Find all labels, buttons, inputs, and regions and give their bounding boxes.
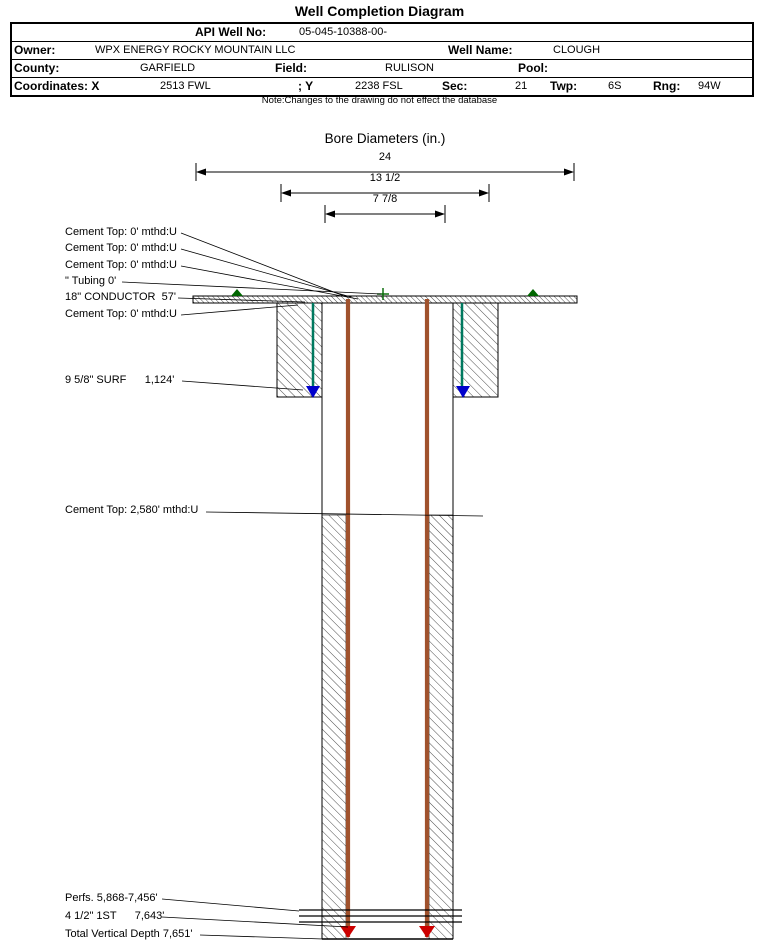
arrowhead-left-icon (325, 210, 335, 218)
bore-diameter-24-label: 24 (378, 151, 392, 163)
page-title: Well Completion Diagram (294, 3, 465, 19)
arrowhead-left-icon (196, 168, 206, 176)
coordinates-x-value: 2513 FWL (160, 80, 211, 92)
production-casing-annotation: 4 1/2" 1ST 7,643' (65, 910, 165, 922)
dimension-line-24 (195, 163, 575, 181)
arrowhead-left-icon (281, 189, 291, 197)
conductor-annotation: 18" CONDUCTOR 57' (65, 291, 176, 303)
well-name-value: CLOUGH (553, 44, 601, 56)
leader-perforations (161, 898, 300, 912)
leader-total-depth (199, 934, 324, 940)
pool-label: Pool: (518, 61, 548, 75)
perforations-annotation: Perfs. 5,868-7,456' (65, 892, 158, 904)
sec-label: Sec: (442, 79, 468, 93)
county-value: GARFIELD (140, 62, 196, 74)
leader-surface-casing (181, 380, 304, 391)
production-shoe-left-icon (340, 926, 356, 938)
api-well-no-value: 05-045-10388-00- (299, 26, 388, 38)
well-name-label: Well Name: (448, 43, 513, 57)
leader-conductor (177, 297, 306, 303)
field-value: RULISON (385, 62, 434, 74)
leader-cement-top-5 (205, 511, 484, 517)
leader-tubing (121, 281, 382, 295)
leader-cement-top-1 (180, 232, 345, 297)
bore-diameter-7-78-label: 7 7/8 (372, 193, 398, 205)
cement-column-left (321, 514, 347, 940)
cement-column-right (428, 514, 454, 940)
surface-casing-annotation: 9 5/8" SURF 1,124' (65, 374, 175, 386)
dimension-line-7-78 (324, 205, 446, 223)
coordinates-label: Coordinates: X (14, 79, 100, 93)
cement-top-annotation-1: Cement Top: 0' mthd:U (65, 226, 177, 238)
total-depth-annotation: Total Vertical Depth 7,651' (65, 928, 193, 940)
coordinates-y-value: 2238 FSL (355, 80, 403, 92)
surface-shoe-left-icon (306, 386, 320, 398)
cement-top-annotation-4: Cement Top: 0' mthd:U (65, 308, 177, 320)
table-row: Owner: WPX ENERGY ROCKY MOUNTAIN LLC Wel… (12, 41, 752, 59)
bore-diameter-13half-label: 13 1/2 (369, 172, 401, 184)
table-row: County: GARFIELD Field: RULISON Pool: (12, 59, 752, 77)
owner-label: Owner: (14, 43, 56, 57)
conductor-cement-right (452, 302, 499, 398)
well-info-table: API Well No: 05-045-10388-00- Owner: WPX… (10, 22, 754, 97)
leader-cement-top-3 (180, 265, 359, 300)
arrowhead-right-icon (564, 168, 574, 176)
field-label: Field: (275, 61, 307, 75)
conductor-cement-left (276, 302, 323, 398)
cement-top-annotation-5: Cement Top: 2,580' mthd:U (65, 504, 199, 516)
cement-top-annotation-2: Cement Top: 0' mthd:U (65, 242, 177, 254)
surface-marker-left-icon (231, 289, 243, 296)
production-shoe-right-icon (419, 926, 435, 938)
cement-top-annotation-3: Cement Top: 0' mthd:U (65, 259, 177, 271)
county-label: County: (14, 61, 60, 75)
surface-marker-right-icon (527, 289, 539, 296)
tubing-annotation: " Tubing 0' (65, 275, 117, 287)
twp-label: Twp: (550, 79, 578, 93)
perforation-lines (299, 909, 462, 923)
sec-value: 21 (515, 80, 528, 92)
coordinates-y-label: ; Y (298, 79, 314, 93)
leader-cement-top-2 (180, 248, 352, 298)
surface-shoe-right-icon (456, 386, 470, 398)
wellhead-flange (192, 295, 578, 304)
dimension-line-13half (280, 184, 490, 202)
arrowhead-right-icon (479, 189, 489, 197)
rng-value: 94W (698, 80, 721, 92)
twp-value: 6S (608, 80, 622, 92)
leader-production-casing (161, 916, 349, 928)
leader-lines (121, 232, 484, 940)
leader-cement-top-4 (180, 304, 299, 316)
database-note: Note:Changes to the drawing do not effec… (261, 95, 498, 106)
table-row: Coordinates: X 2513 FWL ; Y 2238 FSL Sec… (12, 77, 752, 95)
rng-label: Rng: (653, 79, 681, 93)
owner-value: WPX ENERGY ROCKY MOUNTAIN LLC (95, 44, 296, 56)
bore-diameters-title: Bore Diameters (in.) (324, 131, 446, 146)
arrowhead-right-icon (435, 210, 445, 218)
api-well-no-label: API Well No: (195, 25, 267, 39)
table-row: API Well No: 05-045-10388-00- (12, 24, 752, 41)
